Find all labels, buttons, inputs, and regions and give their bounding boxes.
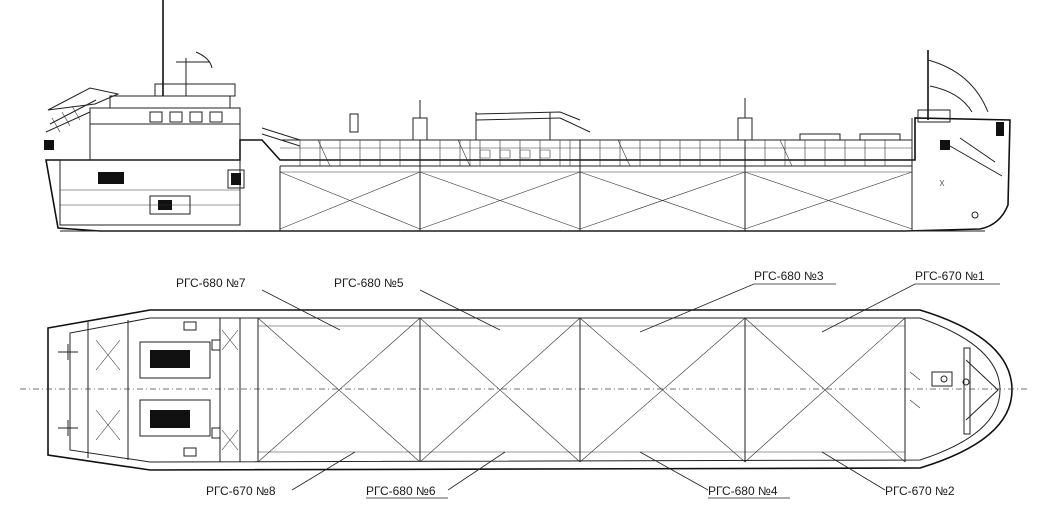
- label-tank-5: РГС-680 №5: [334, 276, 404, 290]
- hull-plan-outline: [47, 309, 1013, 471]
- leader-tank-4: [639, 451, 709, 491]
- tank-labels: РГС-680 №7 РГС-680 №5 РГС-680 №3 РГС-670…: [176, 269, 1000, 499]
- deck-railing: [299, 139, 886, 167]
- leader-tank-8: [291, 451, 356, 491]
- leader-tank-5: [419, 289, 501, 331]
- label-tank-6: РГС-680 №6: [366, 484, 436, 498]
- stern-crane: [44, 87, 120, 150]
- hull-inner-line: [69, 317, 1001, 463]
- gangway: [261, 127, 301, 147]
- label-tank-2: РГС-670 №2: [885, 484, 955, 498]
- side-cross-bracing: [279, 171, 913, 230]
- plan-view: [20, 309, 1030, 471]
- hull-side-outline: [45, 117, 1011, 232]
- side-bulkheads: [279, 118, 913, 231]
- midship-crane: [475, 111, 591, 140]
- side-elevation-view: [44, 0, 1011, 232]
- aft-superstructure: [59, 83, 245, 226]
- leader-tank-3: [639, 283, 755, 333]
- aft-compartments: [58, 318, 241, 462]
- leader-tank-7: [261, 289, 341, 331]
- hold-frames: [257, 318, 906, 462]
- leader-tank-1: [821, 283, 916, 333]
- bow-fittings: [909, 347, 999, 435]
- leader-tank-2: [821, 451, 886, 491]
- vent-posts: [349, 98, 901, 141]
- leader-tank-6: [447, 451, 506, 491]
- bow-structure: [917, 50, 1004, 219]
- main-mast: [162, 0, 213, 96]
- label-tank-8: РГС-670 №8: [206, 484, 276, 498]
- label-tank-7: РГС-680 №7: [176, 276, 246, 290]
- label-tank-3: РГС-680 №3: [754, 269, 824, 283]
- plan-cross-bracing: [257, 317, 906, 463]
- pump-room-detail: [469, 139, 571, 167]
- label-tank-1: РГС-670 №1: [915, 269, 985, 283]
- label-tank-4: РГС-680 №4: [708, 484, 778, 498]
